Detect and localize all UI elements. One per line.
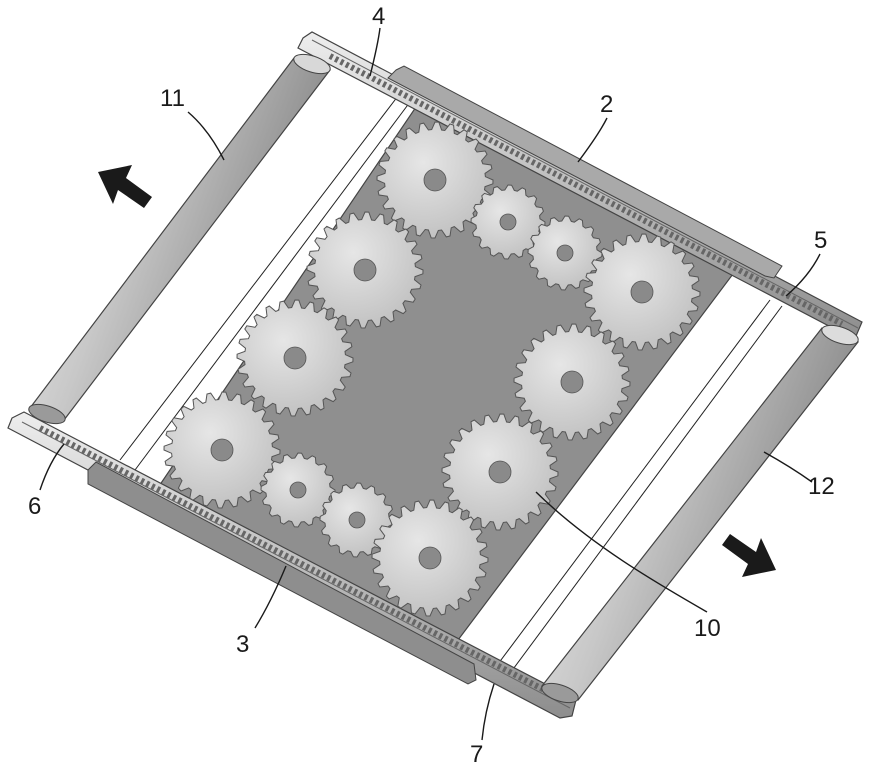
label-11: 11 — [160, 85, 185, 112]
gear-train — [163, 121, 701, 617]
label-6: 6 — [28, 493, 41, 520]
left-roller — [28, 53, 331, 425]
right-roller — [541, 324, 859, 704]
label-5: 5 — [814, 227, 827, 254]
gear-hub-9 — [210, 438, 234, 462]
bottom-rack-teeth — [38, 425, 558, 699]
gear-hub-7 — [283, 346, 307, 370]
top-rack-teeth — [328, 53, 844, 327]
gear-hub-3 — [556, 244, 574, 262]
gear-hub-12 — [418, 546, 442, 570]
gear-hub-6 — [560, 370, 584, 394]
label-7: 7 — [470, 741, 483, 767]
arrow-down-right-icon — [722, 534, 776, 577]
gear-hub-11 — [348, 511, 366, 529]
arrow-up-left-icon — [98, 165, 152, 208]
top-rail — [297, 31, 863, 337]
label-10: 10 — [694, 615, 721, 642]
gear-hub-2 — [499, 213, 517, 231]
label-2: 2 — [600, 91, 613, 118]
leader-lines — [39, 27, 821, 741]
label-4: 4 — [372, 3, 385, 30]
gear-hub-5 — [353, 258, 377, 282]
bottom-rail — [7, 411, 577, 719]
label-12: 12 — [808, 473, 835, 500]
reference-numerals: 4 2 11 5 12 6 10 3 7 — [28, 3, 835, 767]
gear-hub-4 — [630, 280, 654, 304]
gear-hub-8 — [488, 460, 512, 484]
gear-hub-10 — [289, 481, 307, 499]
gear-hub-1 — [423, 168, 447, 192]
label-3: 3 — [236, 631, 249, 658]
